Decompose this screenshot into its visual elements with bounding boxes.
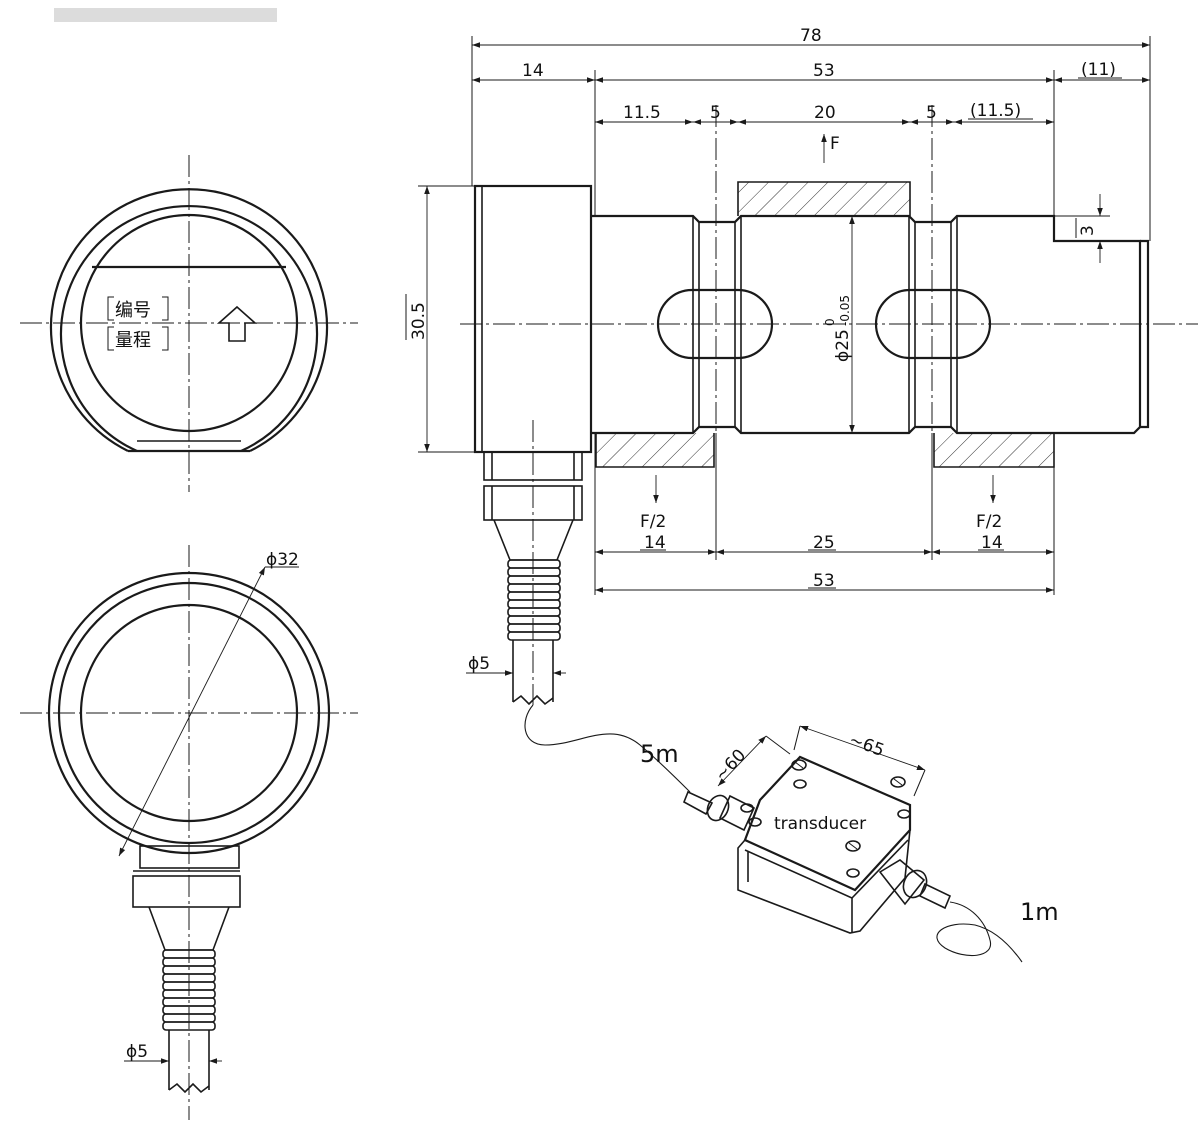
side-view: F F/2 F/2 78 14 53 (11) 11.5 5 20 5 (11.… xyxy=(405,26,1198,793)
screw-icon xyxy=(748,817,762,827)
screw-icon xyxy=(791,759,807,771)
range-label: 量程 xyxy=(115,330,151,351)
dim-tol-lower: -0.05 xyxy=(838,295,852,326)
dim-11-5: 11.5 xyxy=(623,103,661,123)
dim-step: 3 xyxy=(1078,225,1098,236)
force-top-label: F xyxy=(830,134,840,154)
sleeve-rib xyxy=(507,575,561,585)
sleeve-rib xyxy=(507,583,561,593)
cable-gland-right xyxy=(878,859,952,910)
screw-icon xyxy=(890,776,906,788)
dim-right-seg: (11) xyxy=(1081,60,1116,80)
box-width-label: ~65 xyxy=(846,730,887,761)
serial-label: 编号 xyxy=(115,300,151,321)
cable-1m-label: 1m xyxy=(1020,898,1059,926)
outer-dia-label: ϕ32 xyxy=(266,550,299,570)
sleeve-rib xyxy=(507,599,561,609)
dim-5a: 5 xyxy=(710,103,721,123)
side-ribbed-sleeve xyxy=(507,559,561,641)
sleeve-rib xyxy=(162,1021,216,1031)
header-bar xyxy=(54,8,277,22)
cable-dia-lower-label: ϕ5 xyxy=(126,1042,148,1062)
sleeve-rib xyxy=(507,623,561,633)
sleeve-rib xyxy=(507,615,561,625)
dim-bottom-53: 53 xyxy=(813,571,835,591)
dim-main-dia: ϕ25 xyxy=(833,329,853,362)
dim-overall: 78 xyxy=(800,26,822,46)
dim-height: 30.5 xyxy=(409,302,429,340)
end-view-bottom: ϕ32 ϕ5 xyxy=(20,545,358,1120)
sleeve-rib xyxy=(507,591,561,601)
screw-icon xyxy=(845,840,861,852)
dim-bottom-14b: 14 xyxy=(981,533,1003,553)
cable-gland-left xyxy=(682,790,756,832)
dim-5b: 5 xyxy=(926,103,937,123)
screw-icon xyxy=(897,809,911,819)
transducer-label: transducer xyxy=(774,814,866,834)
box-depth-label: ~60 xyxy=(711,746,750,786)
end-view-top: 编号 量程 xyxy=(20,155,358,492)
sleeve-rib xyxy=(507,631,561,641)
dim-bottom-25: 25 xyxy=(813,533,835,553)
screw-icon xyxy=(846,868,860,878)
sleeve-rib xyxy=(507,559,561,569)
dim-11-5p: (11.5) xyxy=(970,101,1021,121)
sleeve-rib xyxy=(507,607,561,617)
dim-left-seg: 14 xyxy=(522,61,544,81)
dim-tol-upper: 0 xyxy=(823,318,837,326)
screw-icon xyxy=(793,779,807,789)
force-right-label: F/2 xyxy=(976,512,1002,532)
cable-dia-label: ϕ5 xyxy=(468,654,490,674)
up-arrow-icon xyxy=(216,305,258,342)
dim-mid-seg: 53 xyxy=(813,61,835,81)
bottom-ribbed-sleeve xyxy=(162,949,216,1031)
dim-20: 20 xyxy=(814,103,836,123)
force-left-label: F/2 xyxy=(640,512,666,532)
dim-bottom-14a: 14 xyxy=(644,533,666,553)
cable-5m-label: 5m xyxy=(640,740,679,768)
sleeve-rib xyxy=(507,567,561,577)
transducer-box: transducer 1m ~65 ~60 xyxy=(682,725,1059,963)
